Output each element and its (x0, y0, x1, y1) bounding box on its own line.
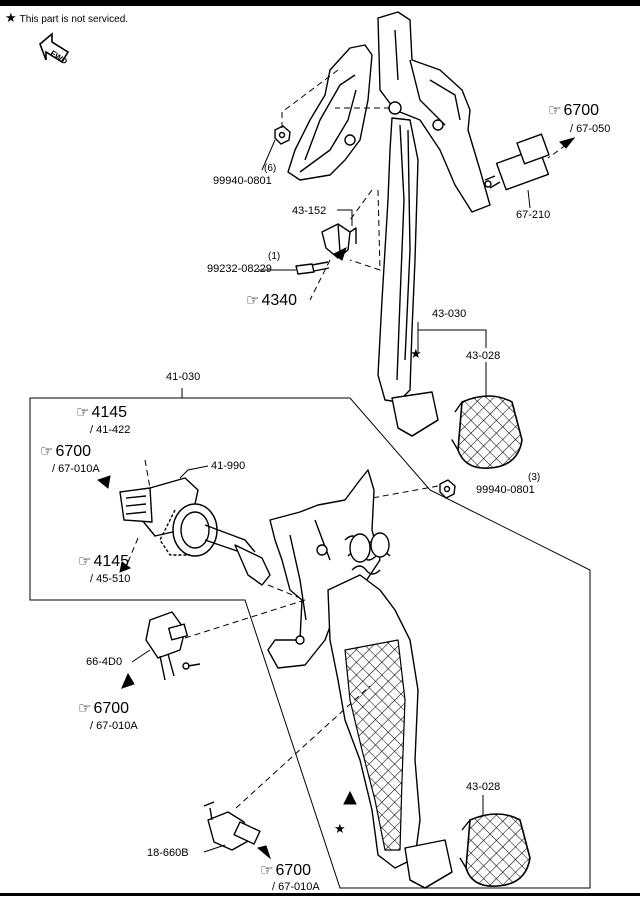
ref-number: 4145 (91, 404, 128, 421)
star-icon: ★ (5, 10, 17, 25)
pointing-hand-icon: ☞ (260, 862, 274, 879)
ref-number: 4340 (261, 292, 298, 309)
ref-6700-left[interactable]: ☞6700 (40, 443, 91, 461)
ref-number: 6700 (55, 443, 92, 460)
pointing-hand-icon: ☞ (40, 443, 54, 460)
part-label-67-210: 67-210 (516, 209, 551, 221)
quantity-label-3: (3) (528, 472, 541, 483)
part-label-99940-0801-top: 99940-0801 (213, 175, 272, 187)
quantity-label-1: (1) (268, 251, 281, 262)
part-label-99232-08229: 99232-08229 (207, 263, 272, 275)
bottom-rule (0, 893, 640, 896)
pointing-hand-icon: ☞ (78, 553, 92, 570)
pointing-hand-icon: ☞ (76, 404, 90, 421)
not-serviced-star-icon: ★ (410, 346, 422, 361)
ref-4145-a[interactable]: ☞4145 (76, 404, 127, 422)
legend: ★This part is not serviced. (5, 10, 129, 26)
part-label-43-030: 43-030 (432, 308, 467, 320)
part-label-99940-0801-mid: 99940-0801 (476, 484, 535, 496)
part-label-43-028-top: 43-028 (466, 350, 501, 362)
ref-number: 4145 (93, 553, 130, 570)
ref-6700-top[interactable]: ☞6700 (548, 102, 599, 120)
pointing-hand-icon: ☞ (78, 700, 92, 717)
top-rule (0, 0, 640, 6)
pointing-hand-icon: ☞ (548, 102, 562, 119)
ref-number: 6700 (275, 862, 312, 879)
ref-sub-67-050: / 67-050 (570, 123, 611, 135)
ref-4340[interactable]: ☞4340 (246, 292, 297, 310)
not-serviced-star-icon: ★ (334, 821, 346, 836)
dashed-assembly-lines (127, 69, 567, 809)
quantity-label-6: (6) (264, 163, 277, 174)
part-label-41-030: 41-030 (166, 371, 201, 383)
ref-sub-41-422: / 41-422 (90, 424, 131, 436)
direction-arrows (96, 137, 576, 860)
leader-lines (29, 139, 591, 889)
ref-sub-67-010A-bottom: / 67-010A (272, 881, 320, 893)
clutch-pedal-assembly (119, 469, 531, 889)
pointing-hand-icon: ☞ (246, 292, 260, 309)
brake-pedal-assembly (274, 11, 550, 469)
ref-6700-bottom[interactable]: ☞6700 (260, 862, 311, 880)
ref-number: 6700 (93, 700, 130, 717)
ref-4145-b[interactable]: ☞4145 (78, 553, 129, 571)
ref-6700-mid[interactable]: ☞6700 (78, 700, 129, 718)
ref-number: 6700 (563, 102, 600, 119)
part-label-43-028-bottom: 43-028 (466, 781, 501, 793)
legend-note: This part is not serviced. (19, 14, 129, 25)
ref-sub-45-510: / 45-510 (90, 573, 131, 585)
ref-sub-67-010A-mid: / 67-010A (90, 720, 138, 732)
part-label-18-660B: 18-660B (147, 847, 189, 859)
part-label-41-990: 41-990 (211, 460, 246, 472)
fwd-arrow-icon: FWD (39, 32, 70, 66)
ref-sub-67-010A-left: / 67-010A (52, 463, 100, 475)
part-label-43-152: 43-152 (292, 205, 327, 217)
part-label-66-4D0: 66-4D0 (86, 656, 123, 668)
